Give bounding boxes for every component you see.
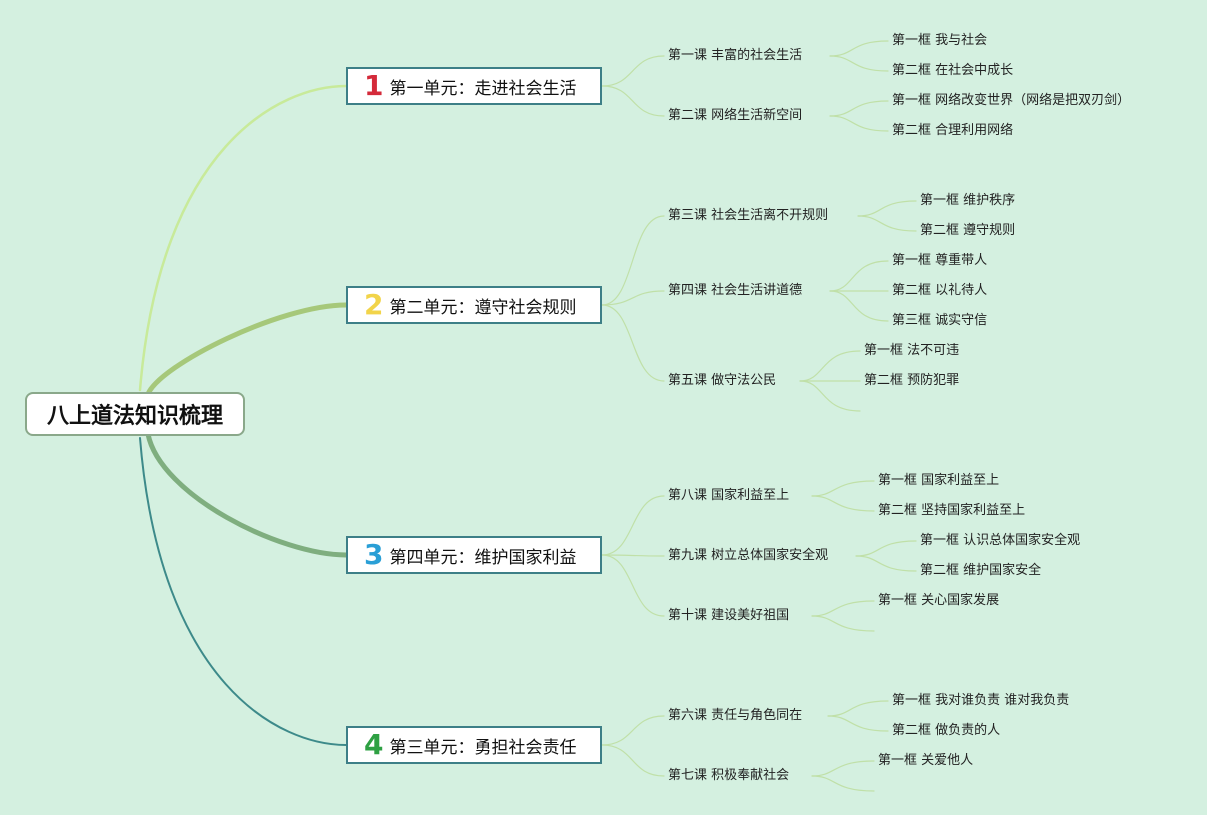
lesson-branch-line — [601, 554, 665, 617]
frame-branch-line — [857, 215, 917, 232]
lesson-node[interactable]: 第一课 丰富的社会生活 — [668, 48, 803, 63]
unit-label: 第三单元：勇担社会责任 — [389, 737, 577, 758]
frame-node[interactable]: 第二框 遵守规则 — [920, 223, 1016, 238]
unit-number: 4 — [364, 728, 384, 761]
frame-node[interactable]: 第一框 法不可违 — [864, 343, 960, 358]
lesson-node[interactable]: 第四课 社会生活讲道德 — [668, 283, 803, 298]
root-topic[interactable]: 八上道法知识梳理 — [25, 392, 245, 436]
frame-node[interactable]: 第一框 尊重带人 — [892, 253, 988, 268]
frame-node[interactable]: 第一框 国家利益至上 — [878, 473, 1000, 488]
unit-branch-line — [145, 431, 349, 558]
frame-branch-line — [811, 775, 875, 792]
frame-node[interactable]: 第二框 以礼待人 — [892, 283, 988, 298]
frame-branch-line — [811, 615, 875, 632]
unit-label: 第四单元：维护国家利益 — [389, 547, 577, 568]
frame-branch-line — [829, 100, 889, 117]
lesson-branch-line — [601, 715, 665, 746]
frame-node[interactable]: 第二框 在社会中成长 — [892, 63, 1014, 78]
frame-node[interactable]: 第一框 网络改变世界（网络是把双刃剑） — [892, 93, 1131, 108]
unit-branch-line — [145, 302, 349, 397]
lesson-node[interactable]: 第九课 树立总体国家安全观 — [668, 548, 829, 563]
frame-node[interactable]: 第二框 维护国家安全 — [920, 563, 1042, 578]
unit-label: 第一单元：走进社会生活 — [389, 78, 577, 99]
lesson-node[interactable]: 第六课 责任与角色同在 — [668, 708, 803, 723]
frame-branch-line — [811, 495, 875, 512]
lesson-branch-line — [601, 304, 665, 382]
lesson-node[interactable]: 第五课 做守法公民 — [668, 373, 777, 388]
frame-branch-line — [799, 380, 861, 412]
lesson-branch-line — [601, 744, 665, 777]
frame-branch-line — [829, 55, 889, 72]
frame-node[interactable]: 第二框 坚持国家利益至上 — [878, 503, 1026, 518]
lesson-node[interactable]: 第三课 社会生活离不开规则 — [668, 208, 829, 223]
frame-node[interactable]: 第一框 维护秩序 — [920, 193, 1016, 208]
frame-node[interactable]: 第三框 诚实守信 — [892, 313, 988, 328]
unit-number: 3 — [364, 538, 384, 571]
lesson-branch-line — [601, 290, 665, 306]
frame-branch-line — [855, 540, 917, 557]
frame-node[interactable]: 第二框 合理利用网络 — [892, 123, 1014, 138]
lesson-branch-line — [601, 55, 665, 87]
frame-branch-line — [811, 760, 875, 777]
lesson-branch-line — [601, 554, 665, 557]
frame-branch-line — [855, 555, 917, 572]
frame-branch-line — [829, 115, 889, 132]
unit-branch-line — [138, 84, 348, 392]
frame-node[interactable]: 第一框 我与社会 — [892, 33, 988, 48]
unit-label: 第二单元：遵守社会规则 — [389, 297, 577, 318]
frame-node[interactable]: 第一框 关心国家发展 — [878, 593, 1000, 608]
unit-number: 1 — [364, 69, 384, 102]
frame-branch-line — [827, 715, 889, 732]
frame-node[interactable]: 第二框 预防犯罪 — [864, 373, 960, 388]
lesson-branch-line — [601, 215, 665, 306]
lesson-node[interactable]: 第十课 建设美好祖国 — [668, 608, 790, 623]
frame-node[interactable]: 第二框 做负责的人 — [892, 723, 1001, 738]
frame-branch-line — [829, 290, 889, 322]
frame-branch-line — [811, 480, 875, 497]
lesson-node[interactable]: 第八课 国家利益至上 — [668, 488, 790, 503]
unit-branch-line — [139, 437, 347, 746]
frame-branch-line — [829, 260, 889, 292]
lesson-branch-line — [601, 495, 665, 556]
lesson-node[interactable]: 第七课 积极奉献社会 — [668, 768, 790, 783]
unit-number: 2 — [364, 288, 384, 321]
frame-node[interactable]: 第一框 我对谁负责 谁对我负责 — [892, 693, 1070, 708]
lesson-branch-line — [601, 85, 665, 117]
lesson-node[interactable]: 第二课 网络生活新空间 — [668, 108, 803, 123]
frame-branch-line — [857, 200, 917, 217]
frame-branch-line — [829, 40, 889, 57]
frame-node[interactable]: 第一框 关爱他人 — [878, 753, 974, 768]
frame-branch-line — [811, 600, 875, 617]
frame-node[interactable]: 第一框 认识总体国家安全观 — [920, 533, 1081, 548]
frame-branch-line — [799, 350, 861, 382]
frame-branch-line — [827, 700, 889, 717]
